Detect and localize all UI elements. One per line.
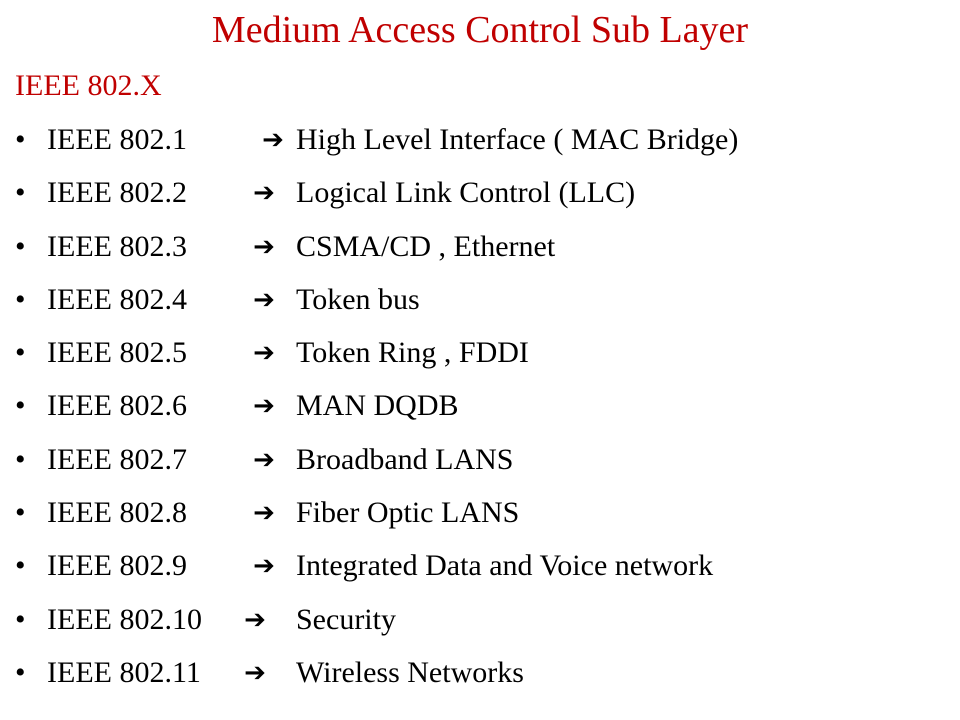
standard-description: MAN DQDB — [296, 389, 459, 423]
standard-description: Token bus — [296, 282, 420, 316]
standard-code: IEEE 802.1 — [47, 123, 187, 156]
list-item: • IEEE 802.3 ➔ CSMA/CD , Ethernet — [0, 225, 960, 278]
standard-code: IEEE 802.6 — [47, 389, 187, 423]
bullet-icon: • — [15, 496, 26, 530]
list-item: • IEEE 802.1 ➔ High Level Interface ( MA… — [0, 118, 960, 171]
list-item: • IEEE 802.5 ➔ Token Ring , FDDI — [0, 331, 960, 384]
arrow-right-icon: ➔ — [253, 338, 275, 369]
bullet-icon: • — [15, 336, 26, 370]
standard-code: IEEE 802.3 — [47, 229, 187, 263]
standard-description: Broadband LANS — [296, 442, 514, 476]
bullet-icon: • — [15, 229, 26, 263]
bullet-icon: • — [15, 602, 26, 636]
bullet-icon: • — [15, 442, 26, 476]
arrow-right-icon: ➔ — [244, 604, 266, 635]
standard-code: IEEE 802.10 — [47, 602, 202, 636]
standard-description: Integrated Data and Voice network — [296, 549, 714, 583]
standard-description: CSMA/CD , Ethernet — [296, 229, 556, 263]
standards-list: • IEEE 802.1 ➔ High Level Interface ( MA… — [0, 118, 960, 704]
arrow-right-icon: ➔ — [253, 444, 275, 475]
list-item: • IEEE 802.9 ➔ Integrated Data and Voice… — [0, 544, 960, 597]
arrow-right-icon: ➔ — [253, 284, 275, 315]
arrow-right-icon: ➔ — [253, 551, 275, 582]
bullet-icon: • — [15, 655, 26, 689]
arrow-right-icon: ➔ — [253, 178, 275, 209]
bullet-icon: • — [15, 282, 26, 316]
slide-title: Medium Access Control Sub Layer — [211, 9, 749, 51]
standard-code: IEEE 802.8 — [47, 496, 187, 530]
list-item: • IEEE 802.10 ➔ Security — [0, 598, 960, 651]
standard-code: IEEE 802.2 — [47, 176, 187, 210]
arrow-right-icon: ➔ — [253, 231, 275, 262]
standard-code: IEEE 802.7 — [47, 442, 187, 476]
standard-description: Logical Link Control (LLC) — [296, 176, 636, 210]
slide-subtitle: IEEE 802.X — [15, 69, 162, 102]
arrow-right-icon: ➔ — [253, 391, 275, 422]
arrow-right-icon: ➔ — [253, 498, 275, 529]
list-item: • IEEE 802.4 ➔ Token bus — [0, 278, 960, 331]
standard-code: IEEE 802.4 — [47, 282, 187, 316]
list-item: • IEEE 802.11 ➔ Wireless Networks — [0, 651, 960, 704]
bullet-icon: • — [15, 389, 26, 423]
standard-description: Token Ring , FDDI — [296, 336, 529, 370]
standard-code: IEEE 802.9 — [47, 549, 187, 583]
arrow-right-icon: ➔ — [262, 125, 284, 155]
standard-description: High Level Interface ( MAC Bridge) — [296, 123, 739, 156]
list-item: • IEEE 802.6 ➔ MAN DQDB — [0, 384, 960, 437]
standard-description: Fiber Optic LANS — [296, 496, 520, 530]
standard-code: IEEE 802.11 — [47, 655, 201, 689]
standard-code: IEEE 802.5 — [47, 336, 187, 370]
list-item: • IEEE 802.7 ➔ Broadband LANS — [0, 438, 960, 491]
list-item: • IEEE 802.8 ➔ Fiber Optic LANS — [0, 491, 960, 544]
list-item: • IEEE 802.2 ➔ Logical Link Control (LLC… — [0, 171, 960, 224]
standard-description: Wireless Networks — [296, 655, 524, 689]
bullet-icon: • — [15, 123, 26, 156]
arrow-right-icon: ➔ — [244, 657, 266, 688]
bullet-icon: • — [15, 176, 26, 210]
standard-description: Security — [296, 602, 396, 636]
bullet-icon: • — [15, 549, 26, 583]
